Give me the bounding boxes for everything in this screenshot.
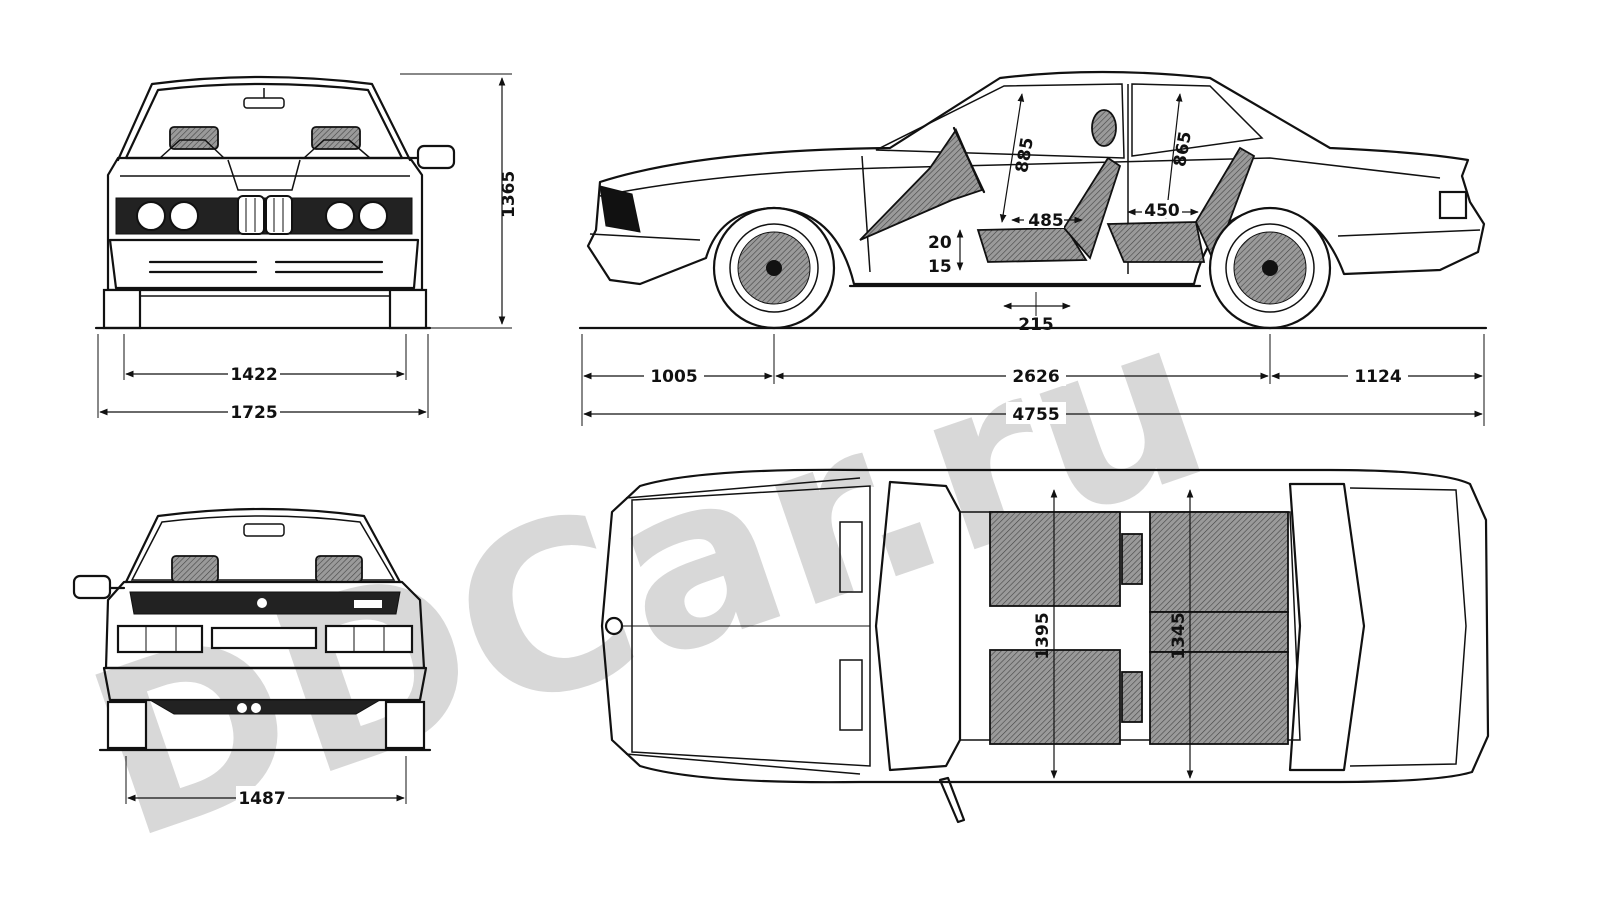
rear-view: 1487 <box>72 507 432 809</box>
front-view: 1365 1422 1725 <box>94 73 519 423</box>
rear-overhang-label: 1124 <box>1354 367 1401 387</box>
top-view: 1395 1345 <box>600 468 1490 824</box>
front-seat-depth-label: 485 <box>1028 211 1064 231</box>
rear-shoulder-label: 1345 <box>1169 612 1189 659</box>
front-headroom-label: 885 <box>1012 136 1038 174</box>
front-track-label: 1422 <box>230 365 277 385</box>
wheelbase-label: 2626 <box>1012 367 1059 387</box>
side-view: 885 865 485 450 20 15 215 1005 2626 1124… <box>578 70 1488 426</box>
rear-wheel <box>1208 206 1332 330</box>
seat-adjust-up-label: 20 <box>928 233 952 253</box>
seat-travel-label: 215 <box>1018 315 1054 335</box>
overall-length-label: 4755 <box>1012 405 1059 425</box>
front-width-label: 1725 <box>230 403 277 423</box>
rear-track-label: 1487 <box>238 789 285 809</box>
front-height-label: 1365 <box>499 171 519 218</box>
front-shoulder-label: 1395 <box>1033 612 1053 659</box>
seat-adjust-down-label: 15 <box>928 257 952 277</box>
rear-headroom-label: 865 <box>1170 130 1196 168</box>
front-overhang-label: 1005 <box>650 367 697 387</box>
rear-seat-depth-label: 450 <box>1144 201 1180 221</box>
front-wheel <box>712 206 836 330</box>
